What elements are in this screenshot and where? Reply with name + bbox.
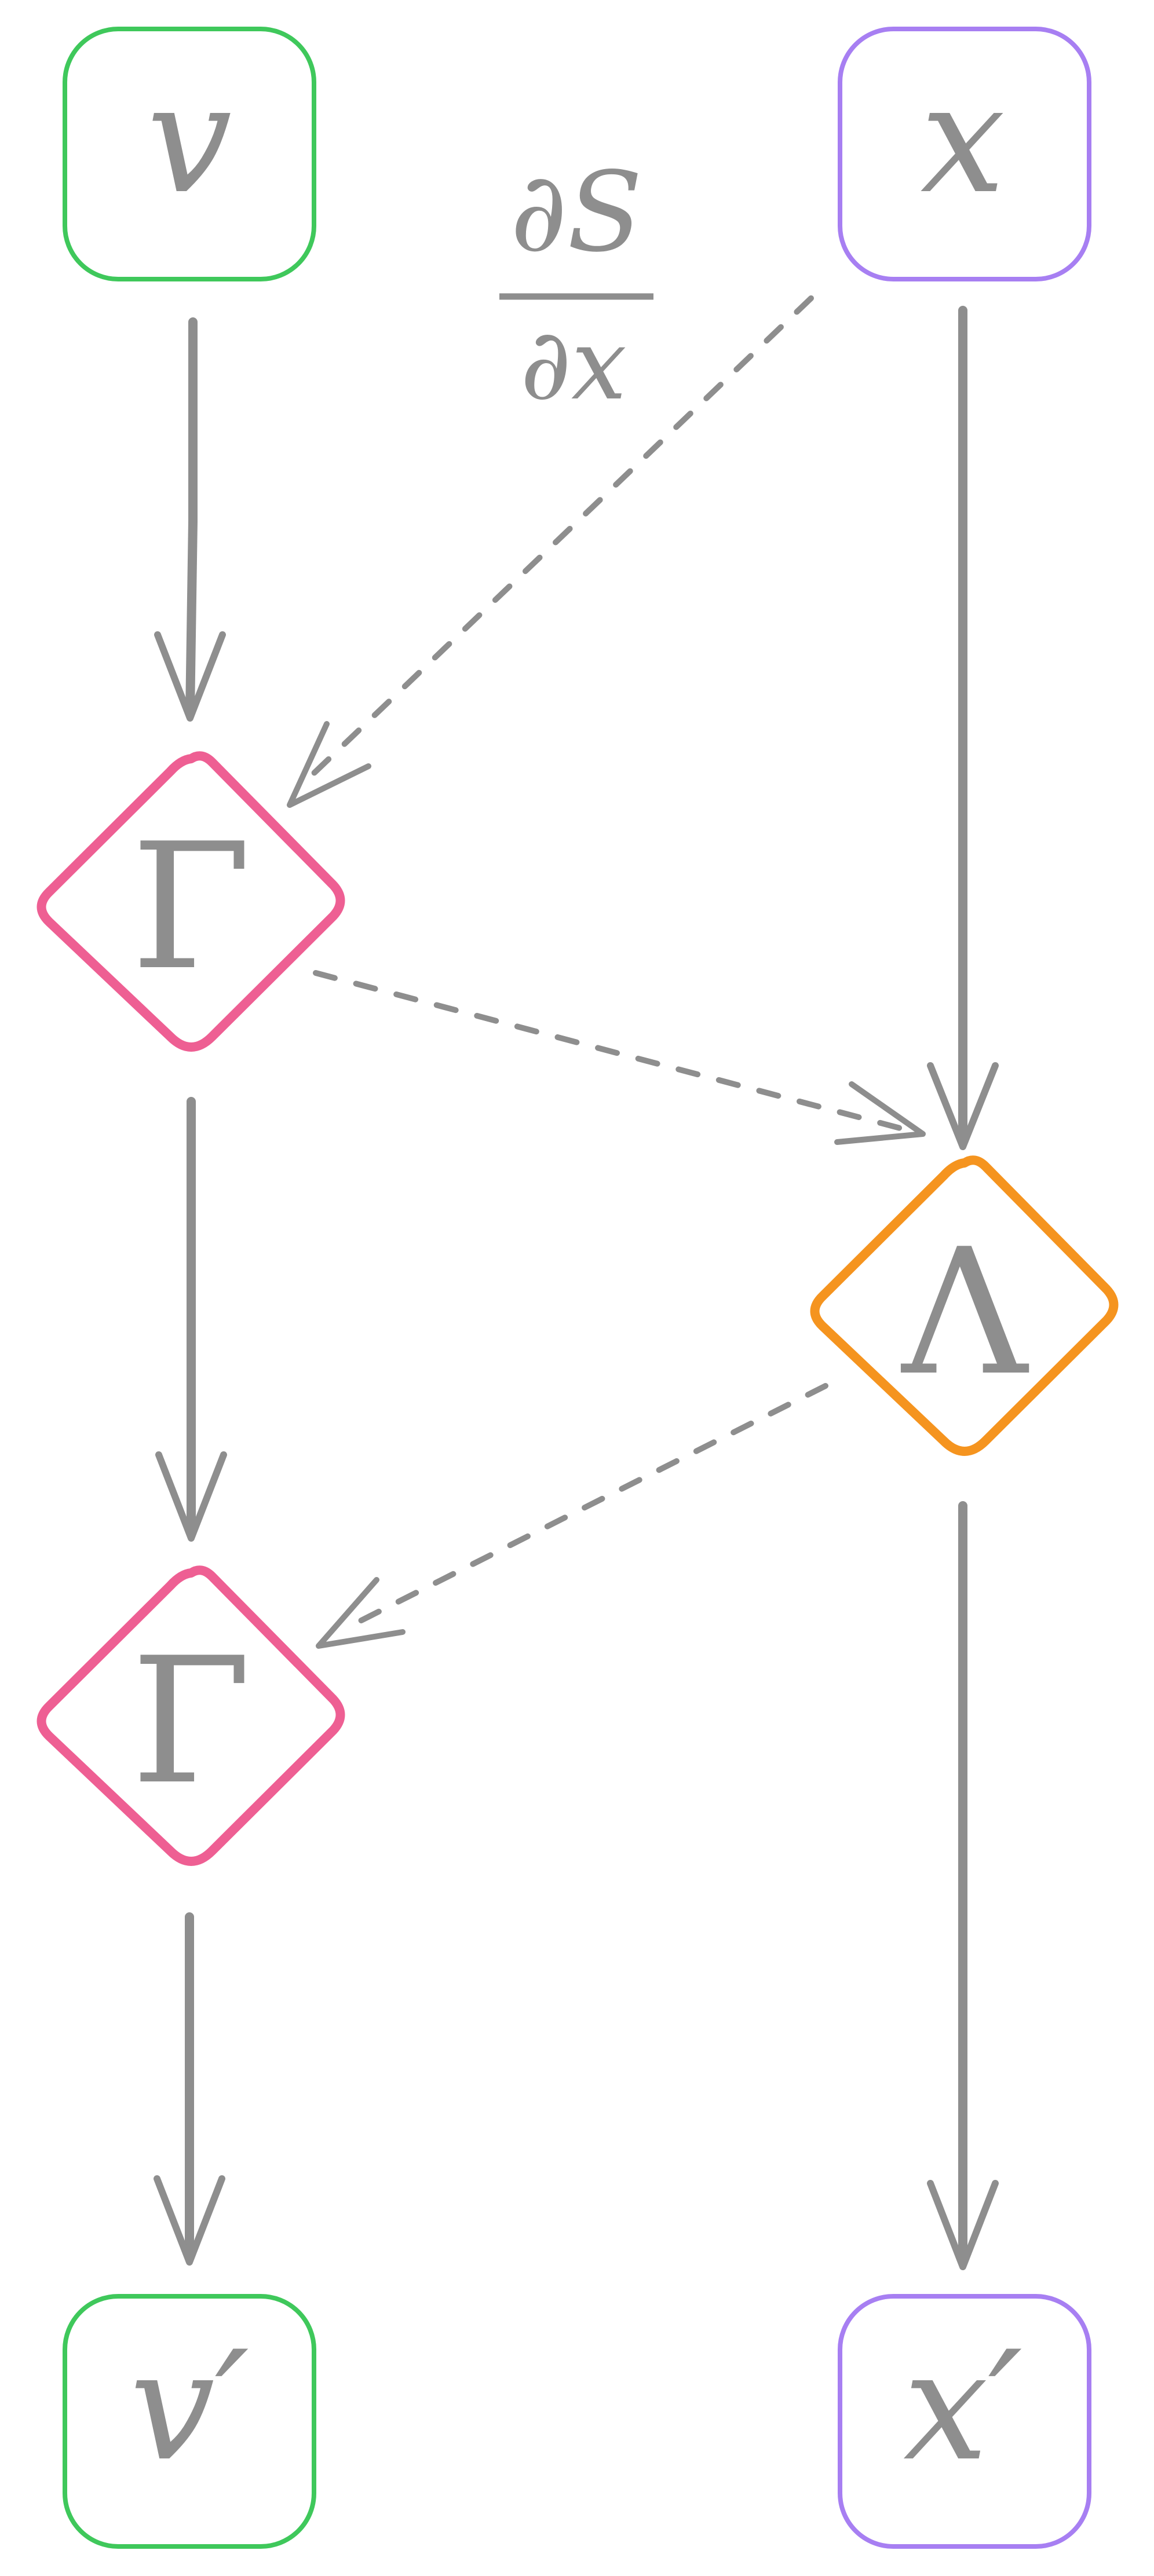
edge-gamma1-to-lambda — [313, 970, 926, 1145]
node-x-box — [838, 27, 1091, 281]
node-gamma-1-diamond — [36, 751, 345, 1052]
node-x-label: x — [921, 52, 1006, 227]
edge-x-to-lambda — [927, 306, 999, 1150]
node-lambda-label: Λ — [899, 1212, 1029, 1414]
node-x-prime: x′ — [838, 2294, 1091, 2549]
node-lambda-diamond — [810, 1155, 1119, 1456]
node-gamma-1: Γ — [36, 751, 345, 1052]
edge-lambda-to-x-prime — [927, 1501, 999, 2270]
node-gamma-2: Γ — [36, 1565, 345, 1866]
node-x-prime-box — [838, 2294, 1091, 2549]
node-v-prime-label: v′ — [130, 2319, 250, 2494]
edge-x-to-gamma1 — [287, 295, 814, 808]
node-gamma-1-label: Γ — [131, 806, 251, 1008]
node-gamma-2-diamond — [36, 1565, 345, 1866]
edge-label-numerator: ∂S — [510, 148, 642, 276]
edge-v-to-gamma1 — [154, 317, 226, 722]
node-v: v — [63, 27, 316, 281]
node-x-prime-label: x′ — [903, 2319, 1024, 2494]
node-gamma-2-label: Γ — [131, 1620, 251, 1823]
node-v-prime-box — [63, 2294, 316, 2549]
edge-gamma1-to-gamma2 — [155, 1097, 227, 1542]
node-v-box — [63, 27, 316, 281]
node-v-label: v — [147, 52, 232, 227]
edge-lambda-to-gamma2 — [316, 1383, 828, 1649]
edge-gamma2-to-v-prime — [154, 1912, 225, 2266]
node-x: x — [838, 27, 1091, 281]
edge-label-dsdx: ∂S ∂x — [499, 148, 653, 422]
node-v-prime: v′ — [63, 2294, 316, 2549]
edge-label-denominator: ∂x — [520, 308, 627, 422]
node-lambda: Λ — [810, 1155, 1119, 1456]
